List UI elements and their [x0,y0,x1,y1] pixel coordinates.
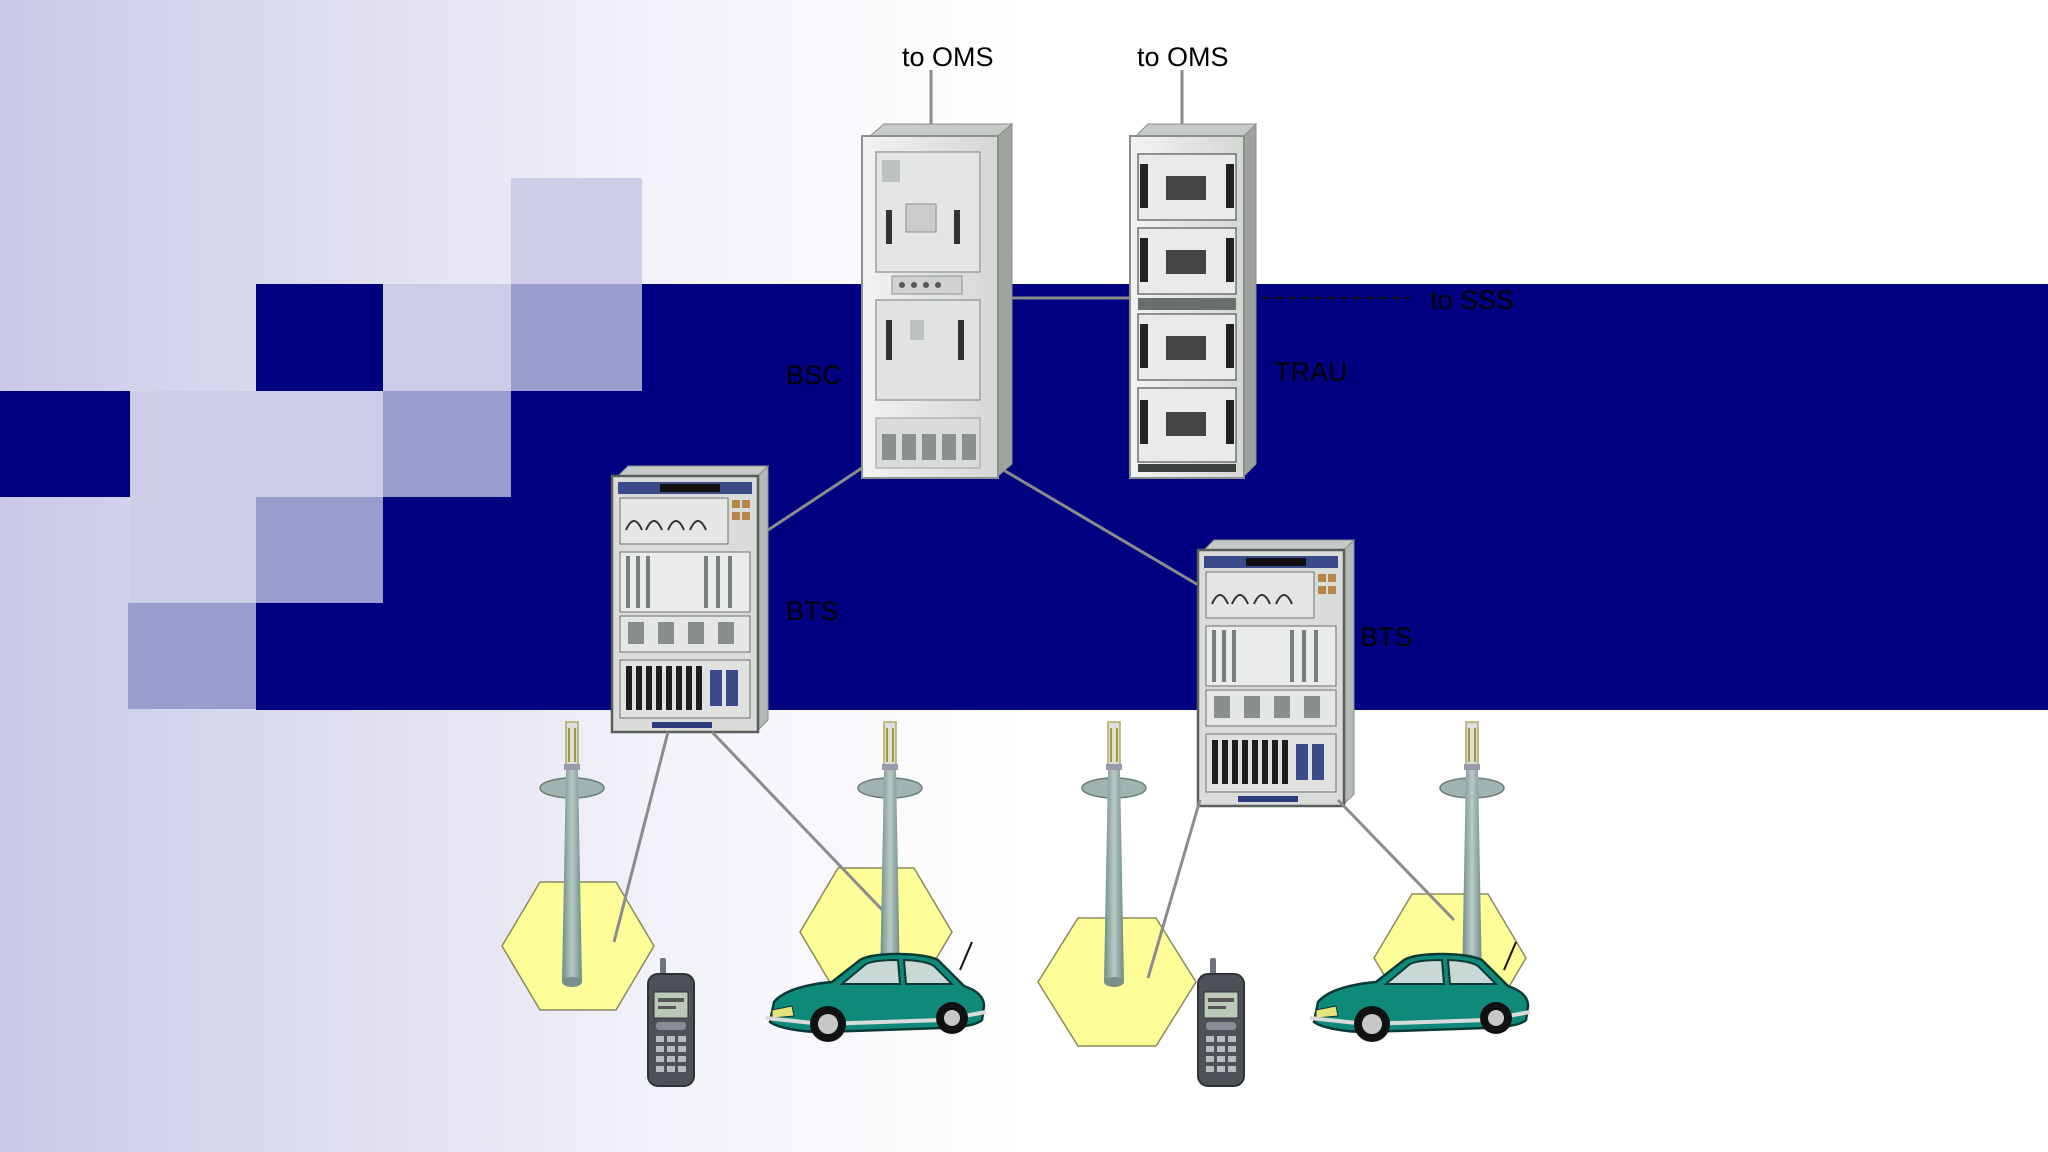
checker-square-navy [0,391,130,497]
bts-cell-links [612,730,1456,979]
label-bts-left: BTS [786,596,839,626]
link-bsc-bts-left [761,466,863,536]
checker-decoration [0,178,642,709]
checker-square-light [511,178,642,284]
link-bts-cell [1336,798,1456,922]
mobile-phone-icon [647,957,695,1087]
trau-cabinet-icon [1129,123,1257,479]
label-bsc: BSC [786,360,842,390]
checker-square-light [383,284,511,391]
label-bts-right: BTS [1360,622,1413,652]
label-to-oms-bsc: to OMS [902,42,994,72]
label-trau: TRAU [1274,357,1348,387]
link-bts-cell [710,730,890,918]
bts-cabinet-icon [1196,538,1356,808]
checker-square-light [130,391,256,497]
label-to-sss: to SSS [1430,285,1514,315]
link-bts-cell [1146,799,1202,979]
label-to-oms-trau: to OMS [1137,42,1229,72]
connections [761,70,1410,588]
checker-square-mid [383,391,511,497]
bsc-cabinet-icon [861,123,1013,479]
mobile-phone-icon [1197,957,1245,1087]
checker-square-light [130,497,256,603]
checker-square-mid [256,497,383,603]
link-bsc-bts-right [999,466,1201,588]
checker-square-mid [511,284,642,391]
checker-square-mid [128,603,256,709]
link-bts-cell [612,731,670,943]
checker-square-light [256,391,383,497]
bts-cabinet-icon [610,464,770,734]
